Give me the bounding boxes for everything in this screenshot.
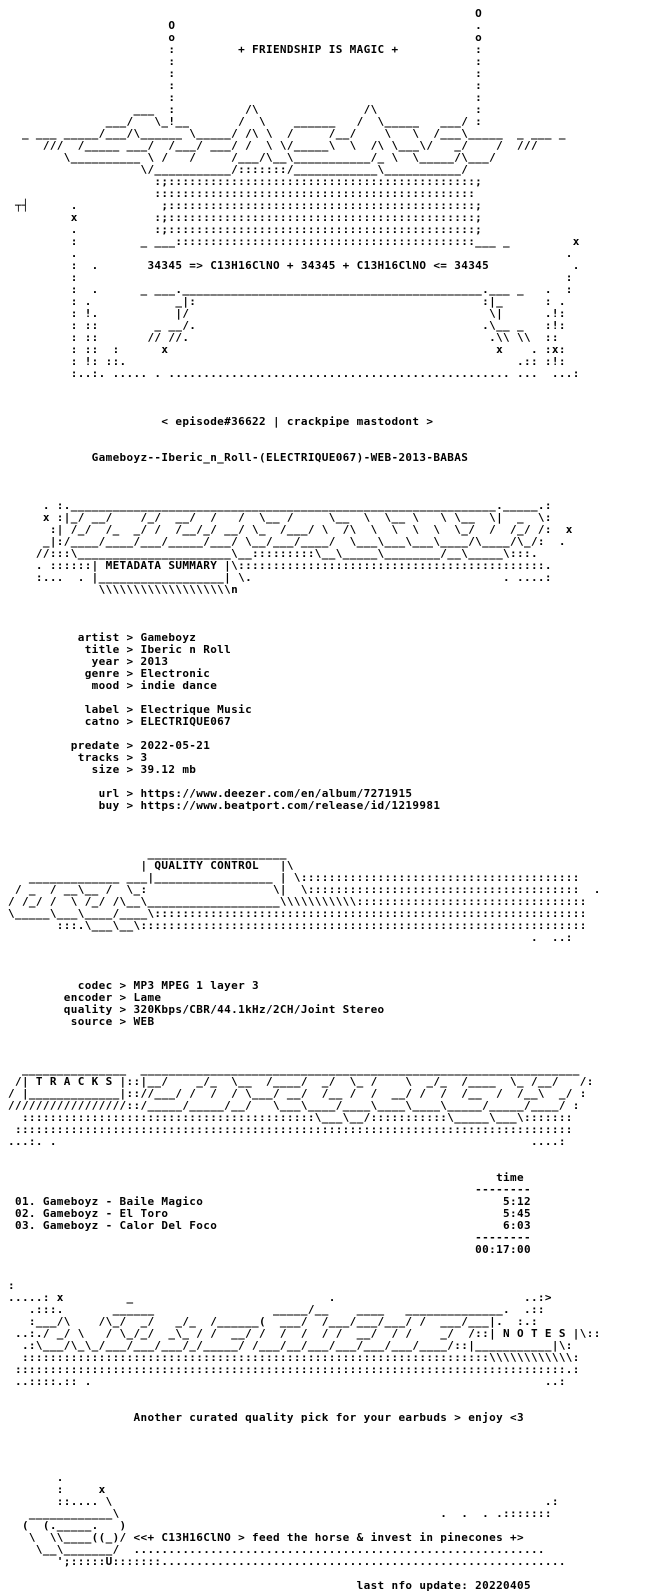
- nfo-ascii-art: O O . o o : + FRIENDSHIP IS MAGIC +: [8, 7, 601, 1592]
